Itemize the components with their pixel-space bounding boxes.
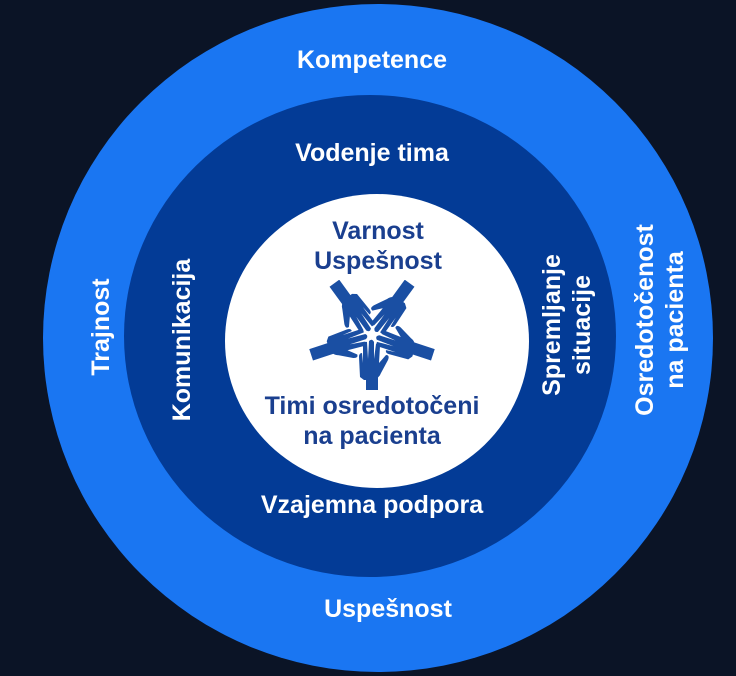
label-vzajemna-podpora: Vzajemna podpora xyxy=(260,491,484,519)
label-osredotocenost: Osredotočenost na pacienta xyxy=(630,224,690,416)
label-varnost: Varnost xyxy=(332,217,424,245)
label-line: na pacienta xyxy=(661,251,689,389)
label-uspesnost-center: Uspešnost xyxy=(314,247,442,275)
label-komunikacija: Komunikacija xyxy=(168,258,196,422)
label-uspesnost-outer: Uspešnost xyxy=(324,595,452,623)
hands-together-icon xyxy=(307,280,439,390)
label-center-top: Varnost Uspešnost xyxy=(314,216,442,276)
label-line: Spremljanje xyxy=(538,254,566,396)
inner-circle xyxy=(225,194,529,488)
label-spremljanje-situacije: Spremljanje situacije xyxy=(537,254,597,396)
label-trajnost: Trajnost xyxy=(87,278,115,376)
label-center-bottom: Timi osredotočeni na pacienta xyxy=(265,391,480,451)
hand-icon xyxy=(320,280,380,341)
label-line: Osredotočenost xyxy=(631,224,659,416)
label-timi: Timi osredotočeni xyxy=(264,392,480,420)
label-line: situacije xyxy=(568,274,596,376)
label-vodenje-tima: Vodenje tima xyxy=(295,139,449,167)
label-kompetence: Kompetence xyxy=(296,46,448,74)
label-na-pacienta: na pacienta xyxy=(303,422,441,450)
